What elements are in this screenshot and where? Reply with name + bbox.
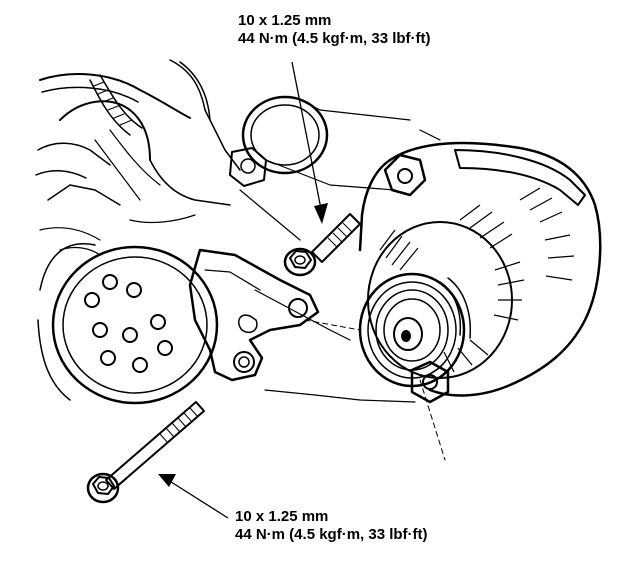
- top-bolt-size-label: 10 x 1.25 mm: [238, 12, 332, 29]
- bottom-bolt-spec-callout: 10 x 1.25 mm 44 N·m (4.5 kgf·m, 33 lbf·f…: [235, 508, 428, 544]
- bottom-bolt-torque-label: 44 N·m (4.5 kgf·m, 33 lbf·ft): [235, 526, 428, 543]
- top-leader-arrow: [291, 61, 328, 224]
- pump-pulley: [37, 243, 219, 405]
- top-bolt: [283, 213, 361, 277]
- top-bolt-torque-label: 44 N·m (4.5 kgf·m, 33 lbf·ft): [238, 30, 431, 47]
- bottom-leader-arrow: [158, 474, 229, 519]
- alternator: [358, 141, 602, 404]
- bottom-bolt-size-label: 10 x 1.25 mm: [235, 508, 329, 525]
- bottom-bolt: [86, 401, 205, 504]
- engine-block: [35, 59, 446, 461]
- alternator-bracket: [188, 248, 320, 382]
- top-bolt-spec-callout: 10 x 1.25 mm 44 N·m (4.5 kgf·m, 33 lbf·f…: [238, 12, 431, 48]
